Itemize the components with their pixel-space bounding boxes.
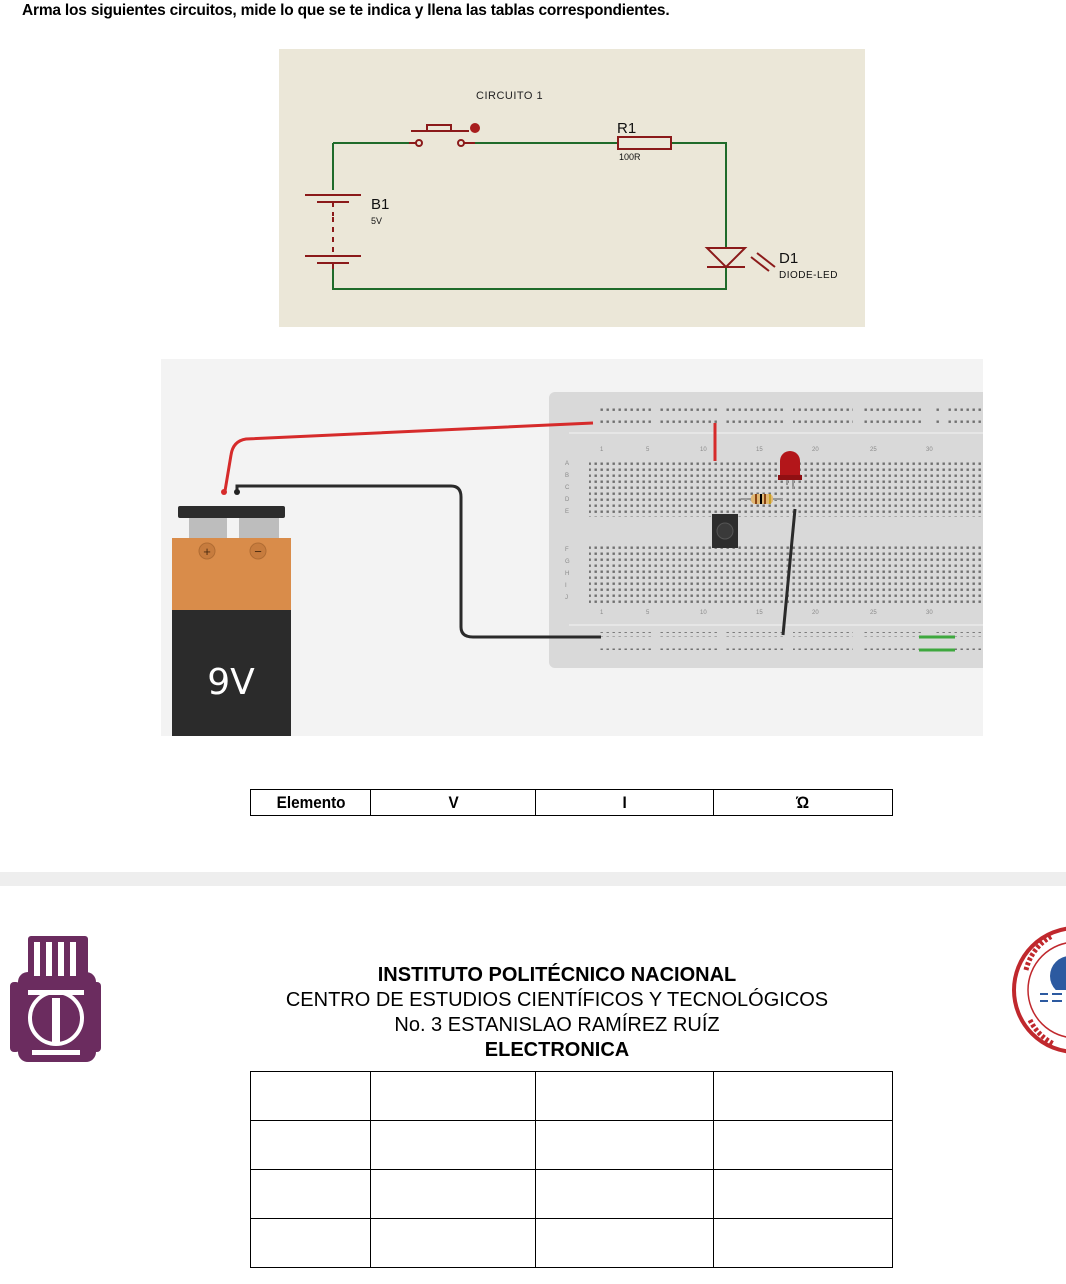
col-number: 1: [600, 447, 604, 453]
col-number: 20: [812, 610, 819, 616]
header-v: V: [378, 789, 529, 816]
breadboard-illustration: 1 5 10 15 20 25 30 1 5 10 15 20 25 30 A …: [161, 359, 983, 736]
header-i: I: [544, 789, 705, 816]
row-letter: D: [565, 497, 570, 503]
resistor-component: [741, 494, 783, 504]
row-letter: I: [565, 583, 567, 589]
table-row: [249, 1218, 894, 1268]
schematic-title: CIRCUITO 1: [476, 90, 543, 102]
instructions-text: Arma los siguientes circuitos, mide lo q…: [22, 2, 670, 19]
col-number: 30: [926, 610, 933, 616]
col-number: 5: [646, 610, 650, 616]
ipn-logo: [8, 932, 102, 1066]
row-letter: H: [565, 571, 569, 577]
table-row: [249, 1169, 894, 1219]
row-letter: F: [565, 547, 569, 553]
table-cell[interactable]: [249, 1218, 372, 1268]
col-number: 30: [926, 447, 933, 453]
center-name: CENTRO DE ESTUDIOS CIENTÍFICOS Y TECNOLÓ…: [285, 989, 829, 1011]
row-letter: J: [565, 595, 568, 601]
table-cell[interactable]: [370, 1218, 537, 1268]
led-component: [778, 451, 802, 489]
row-letter: A: [565, 461, 569, 467]
school-name: No. 3 ESTANISLAO RAMÍREZ RUÍZ: [394, 1014, 720, 1036]
col-number: 10: [700, 610, 707, 616]
department-name: ELECTRONICA: [484, 1039, 630, 1061]
row-letter: E: [565, 509, 569, 515]
table-cell[interactable]: [370, 1120, 537, 1170]
table-cell[interactable]: [370, 1071, 537, 1121]
schematic-diagram: CIRCUITO 1 R1 100R B1 5V D1 DIODE-LED: [279, 49, 865, 327]
row-letter: C: [565, 485, 570, 491]
red-battery-wire: [223, 421, 594, 492]
resistor-ref: R1: [617, 120, 636, 137]
col-number: 25: [870, 447, 877, 453]
col-number: 15: [756, 447, 763, 453]
col-number: 15: [756, 610, 763, 616]
table-cell[interactable]: [712, 1218, 894, 1268]
col-number: 1: [600, 610, 604, 616]
header-elemento: Elemento: [256, 789, 366, 816]
institution-name: INSTITUTO POLITÉCNICO NACIONAL: [377, 964, 737, 986]
header-ohm: Ώ: [721, 789, 884, 816]
col-number: 10: [700, 447, 707, 453]
table-cell[interactable]: [712, 1169, 894, 1219]
led-ref: D1: [779, 250, 798, 267]
table-cell[interactable]: [249, 1071, 372, 1121]
measurement-table-body: [249, 1071, 894, 1268]
table-row: [249, 1071, 894, 1121]
col-number: 25: [870, 610, 877, 616]
black-battery-wire: [235, 484, 601, 639]
table-cell[interactable]: [535, 1071, 714, 1121]
table-cell[interactable]: [712, 1071, 894, 1121]
table-cell[interactable]: [535, 1120, 714, 1170]
battery-voltage-label: 9V: [207, 662, 255, 703]
col-number: 20: [812, 447, 819, 453]
battery-minus-label: −: [254, 544, 262, 559]
table-cell[interactable]: [535, 1218, 714, 1268]
letterhead: INSTITUTO POLITÉCNICO NACIONAL CENTRO DE…: [170, 963, 944, 1062]
cecyt-logo: [1012, 924, 1066, 1058]
row-letter: B: [565, 473, 569, 479]
led-value: DIODE-LED: [779, 270, 838, 281]
table-cell[interactable]: [535, 1169, 714, 1219]
row-letter: G: [565, 559, 570, 565]
push-button: [712, 514, 738, 548]
table-cell[interactable]: [712, 1120, 894, 1170]
table-cell[interactable]: [249, 1120, 372, 1170]
table-cell[interactable]: [249, 1169, 372, 1219]
table-cell[interactable]: [370, 1169, 537, 1219]
battery-plus-label: +: [203, 544, 211, 559]
battery-9v: [172, 489, 291, 736]
col-number: 5: [646, 447, 650, 453]
battery-value: 5V: [371, 216, 382, 226]
page-separator: [0, 872, 1066, 886]
resistor-value: 100R: [619, 152, 641, 162]
battery-ref: B1: [371, 196, 389, 213]
black-jumper-wire: [781, 508, 797, 636]
table-row: [249, 1120, 894, 1170]
measurement-table-header: Elemento V I Ώ: [250, 789, 893, 816]
